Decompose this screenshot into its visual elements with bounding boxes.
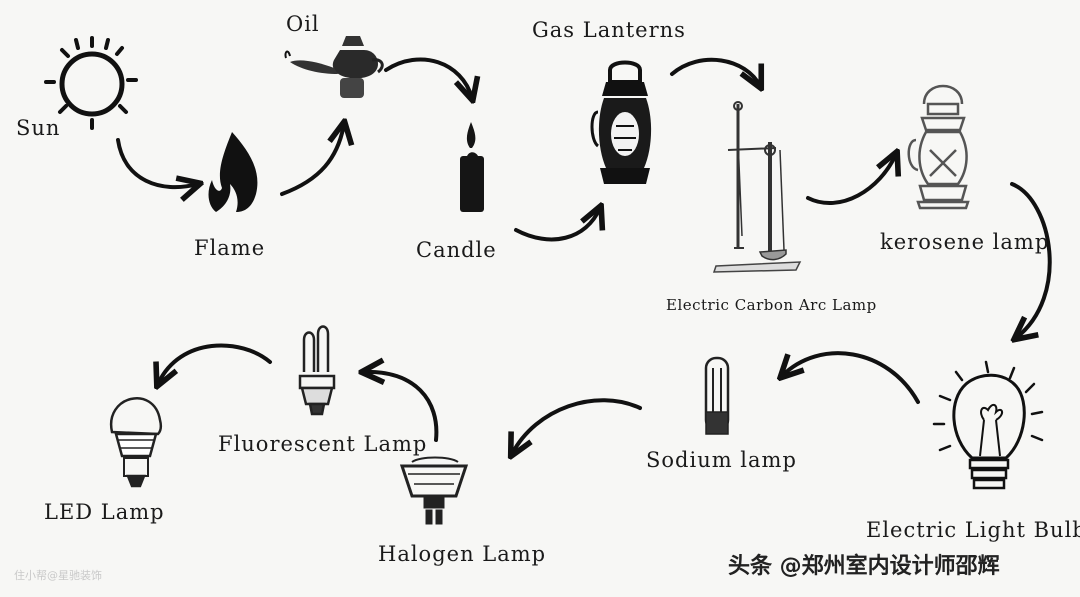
label-candle: Candle — [416, 238, 497, 262]
arrow-arc-to-kerosene — [806, 154, 896, 205]
label-electric-carbon-arc-lamp: Electric Carbon Arc Lamp — [666, 296, 877, 314]
arrow-sun-to-flame — [116, 138, 198, 187]
gas-lantern-icon — [590, 60, 652, 184]
arrow-sodium-to-halogen — [512, 398, 642, 454]
arrow-kerosene-to-bulb — [1012, 182, 1052, 338]
watermark-left: 住小帮@星驰装饰 — [14, 569, 102, 582]
arrow-candle-to-gas — [514, 208, 600, 242]
arrow-fluorescent-to-led — [158, 343, 272, 384]
candle-icon — [460, 122, 484, 212]
arrow-bulb-to-sodium — [782, 351, 920, 404]
sun-icon — [44, 36, 138, 130]
arrow-halogen-to-fluorescent — [364, 372, 439, 442]
label-sun: Sun — [16, 116, 61, 140]
label-sodium-lamp: Sodium lamp — [646, 448, 797, 472]
sodium-lamp-icon — [704, 356, 730, 435]
arrow-flame-to-oil — [280, 124, 344, 196]
fluorescent-lamp-icon — [298, 325, 336, 416]
flame-icon — [208, 132, 258, 212]
label-electric-light-bulb: Electric Light Bulb — [866, 518, 1080, 542]
label-oil: Oil — [286, 12, 320, 36]
arrow-oil-to-candle — [384, 57, 472, 98]
halogen-lamp-icon — [399, 456, 469, 525]
carbon-arc-lamp-icon — [712, 101, 802, 273]
label-led-lamp: LED Lamp — [44, 500, 165, 524]
oil-lamp-icon — [284, 36, 384, 98]
label-halogen-lamp: Halogen Lamp — [378, 542, 547, 566]
label-flame: Flame — [194, 236, 266, 260]
arrow-gas-to-arc — [670, 57, 760, 86]
kerosene-lamp-icon — [907, 84, 970, 210]
led-lamp-icon — [109, 397, 163, 488]
watermark-right: 头条 @郑州室内设计师邵辉 — [728, 554, 1000, 579]
incandescent-bulb-icon — [932, 360, 1044, 490]
label-gas-lanterns: Gas Lanterns — [532, 18, 686, 42]
label-kerosene-lamp: kerosene lamp — [880, 230, 1050, 254]
label-fluorescent-lamp: Fluorescent Lamp — [218, 432, 428, 456]
